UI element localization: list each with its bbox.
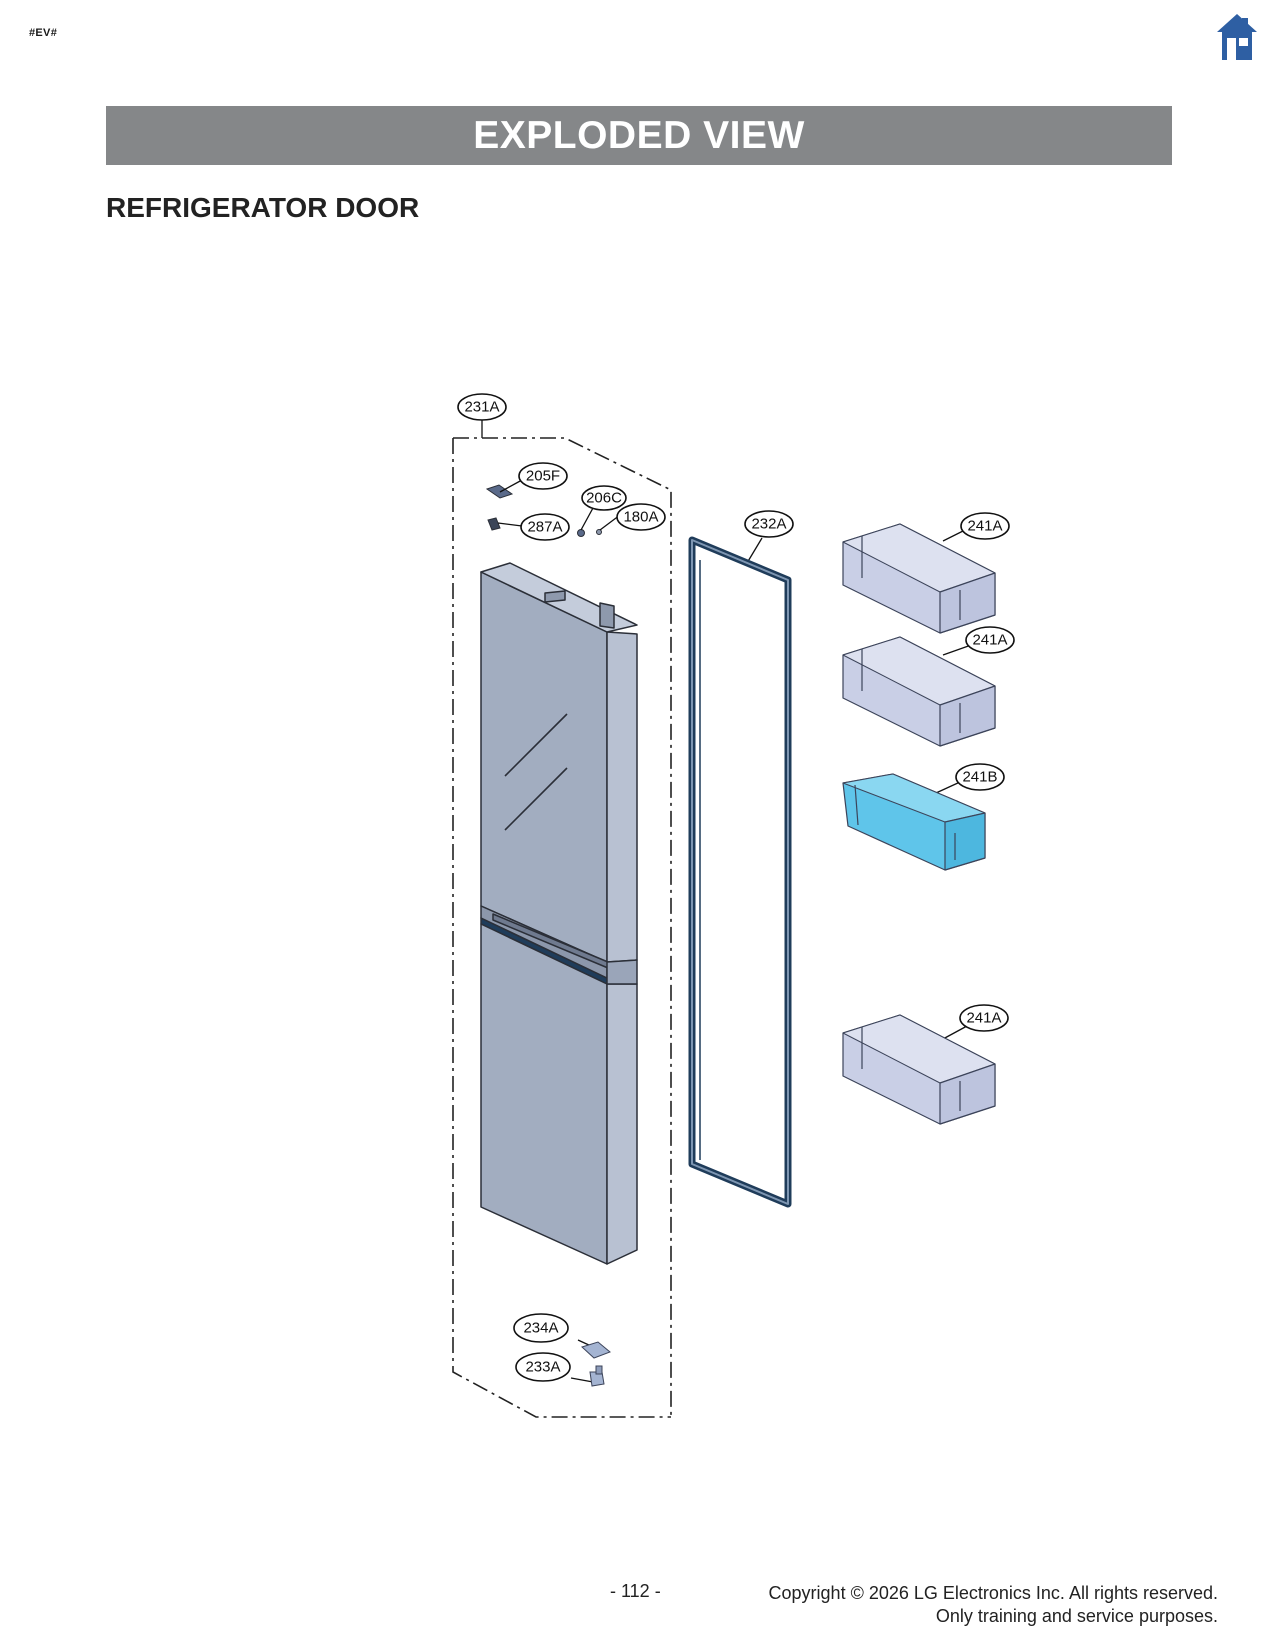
callout-180a <box>616 503 666 531</box>
copyright-line-2: Only training and service purposes. <box>935 1606 1218 1626</box>
part-233a: 233A <box>525 1359 560 1376</box>
callout-287a <box>520 513 570 541</box>
callout-241b <box>955 763 1005 791</box>
part-206c: 206C <box>586 490 622 507</box>
door-gasket <box>688 536 792 1208</box>
bin-241a-middle <box>842 636 996 747</box>
top-small-parts <box>485 484 602 537</box>
home-icon <box>1217 14 1257 60</box>
part-287a: 287A <box>527 519 562 536</box>
part-232a: 232A <box>751 516 786 533</box>
copyright-notice: Copyright © 2026 LG Electronics Inc. All… <box>769 1582 1218 1628</box>
banner-title: EXPLODED VIEW <box>473 113 805 157</box>
assembly-outline <box>452 437 672 1418</box>
part-callouts <box>457 393 1015 1382</box>
door-bins <box>842 523 996 1125</box>
bin-241a-lower <box>842 1014 996 1125</box>
part-numbers: 231A 205F 206C 180A 287A 232A 241A 241A … <box>464 399 1007 1376</box>
callout-241a-1 <box>960 512 1010 540</box>
bottom-hinge-parts <box>581 1341 611 1387</box>
callout-231a <box>457 393 507 421</box>
part-205f: 205F <box>526 468 560 485</box>
part-180a: 180A <box>623 509 658 526</box>
home-button[interactable] <box>1215 12 1259 62</box>
page-number: - 112 - <box>610 1581 661 1601</box>
bin-241a-upper <box>842 523 996 634</box>
callout-233a <box>515 1352 571 1382</box>
callout-232a <box>744 510 794 538</box>
door-body <box>480 562 638 1265</box>
part-241a-1: 241A <box>967 518 1002 535</box>
part-241a-3: 241A <box>966 1010 1001 1027</box>
exploded-view-banner: EXPLODED VIEW <box>106 106 1172 165</box>
callout-241a-3 <box>959 1004 1009 1032</box>
callout-206c <box>581 485 627 511</box>
part-241a-2: 241A <box>972 632 1007 649</box>
copyright-line-1: Copyright © 2026 LG Electronics Inc. All… <box>768 1583 1218 1603</box>
callout-205f <box>518 462 568 490</box>
bin-241b <box>842 773 986 871</box>
callout-234a <box>513 1313 569 1343</box>
part-231a: 231A <box>464 399 499 416</box>
callout-241a-2 <box>965 626 1015 654</box>
part-234a: 234A <box>523 1320 558 1337</box>
part-241b: 241B <box>962 769 997 786</box>
section-title: REFRIGERATOR DOOR <box>106 192 420 223</box>
document-tag: #EV# <box>29 27 58 39</box>
